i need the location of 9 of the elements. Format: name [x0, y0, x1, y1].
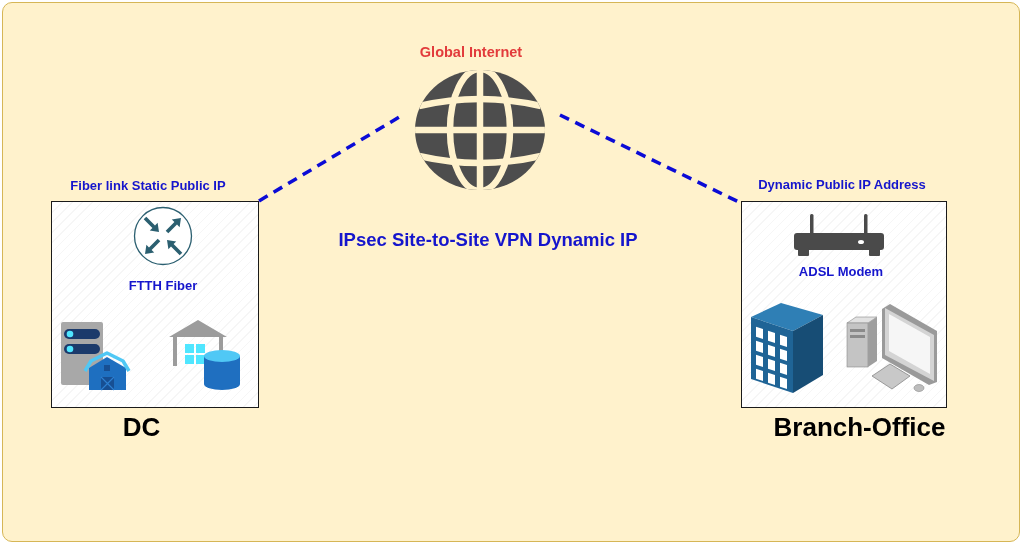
- link-caption: Dynamic Public IP Address: [758, 177, 926, 193]
- dashed-connector: [258, 115, 401, 203]
- site-label: Branch-Office: [773, 412, 946, 444]
- link-caption: Fiber link Static Public IP: [70, 178, 226, 194]
- device-label: ADSL Modem: [798, 264, 884, 280]
- cloud-label: Global Internet: [419, 44, 523, 62]
- device-label: FTTH Fiber: [128, 278, 198, 294]
- tunnel-label: IPsec Site-to-Site VPN Dynamic IP: [338, 228, 638, 252]
- site-label: DC: [122, 412, 161, 444]
